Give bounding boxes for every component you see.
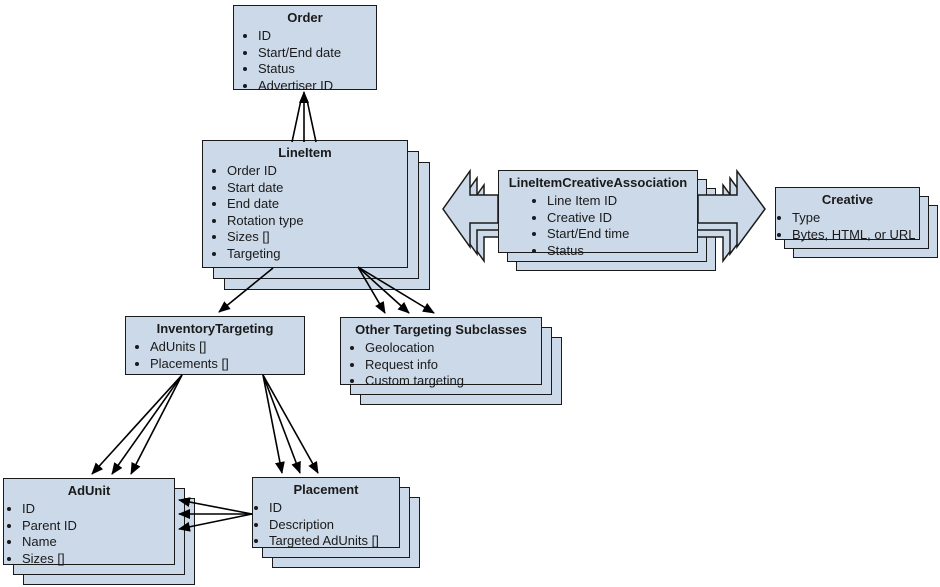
entity-box-inventorytargeting: InventoryTargeting AdUnits [] Placements…: [125, 316, 305, 375]
entity-title: Placement: [293, 482, 359, 497]
edge-lineitem-order: [306, 99, 317, 143]
entity-title: LineItem: [278, 145, 332, 160]
field-item: Geolocation: [365, 340, 541, 357]
edge-inventorytargeting-placement: [262, 374, 301, 474]
field-item: ID: [269, 500, 399, 517]
edge-lineitem-order: [291, 99, 302, 143]
field-item: Start/End date: [258, 45, 376, 62]
field-list: Order ID Start date End date Rotation ty…: [203, 163, 407, 262]
field-item: Sizes []: [227, 229, 407, 246]
edge-inventorytargeting-placement: [262, 374, 319, 474]
field-list: ID Description Targeted AdUnits []: [253, 500, 399, 550]
edge-inventorytargeting-adunit: [91, 374, 183, 475]
field-list: Geolocation Request info Custom targetin…: [341, 340, 541, 390]
field-item: Creative ID: [547, 210, 697, 227]
entity-title: AdUnit: [67, 483, 111, 498]
field-item: End date: [227, 196, 407, 213]
field-item: Type: [792, 210, 919, 227]
field-item: Sizes []: [22, 551, 174, 568]
entity-box-lineitem: LineItem Order ID Start date End date Ro…: [202, 140, 408, 268]
field-item: Parent ID: [22, 518, 174, 535]
entity-title: Creative: [821, 192, 874, 207]
edge-inventorytargeting-placement: [262, 374, 285, 474]
edge-inventorytargeting-adunit: [111, 374, 183, 475]
entity-title: Order: [287, 10, 323, 25]
field-item: Custom targeting: [365, 373, 541, 390]
field-item: Description: [269, 517, 399, 534]
field-item: Start date: [227, 180, 407, 197]
field-item: Status: [547, 243, 697, 260]
field-item: Rotation type: [227, 213, 407, 230]
field-item: AdUnits []: [150, 339, 304, 356]
field-item: Bytes, HTML, or URL: [792, 227, 919, 244]
field-list: ID Start/End date Status Advertiser ID: [234, 28, 376, 94]
field-list: ID Parent ID Name Sizes []: [4, 501, 174, 567]
entity-title: InventoryTargeting: [156, 321, 274, 336]
field-item: Order ID: [227, 163, 407, 180]
field-item: ID: [22, 501, 174, 518]
entity-box-order: Order ID Start/End date Status Advertise…: [233, 5, 377, 93]
field-item: Name: [22, 534, 174, 551]
field-list: Line Item ID Creative ID Start/End time …: [499, 193, 697, 259]
field-item: Status: [258, 61, 376, 78]
field-item: ID: [258, 28, 376, 45]
entity-box-lineitemcreativeassociation: LineItemCreativeAssociation Line Item ID…: [498, 170, 698, 258]
entity-box-placement: Placement ID Description Targeted AdUnit…: [252, 477, 400, 548]
field-list: AdUnits [] Placements []: [126, 339, 304, 372]
entity-box-adunit: AdUnit ID Parent ID Name Sizes []: [3, 478, 175, 567]
field-item: Placements []: [150, 356, 304, 373]
entity-title: Other Targeting Subclasses: [355, 322, 527, 337]
entity-title: LineItemCreativeAssociation: [508, 175, 688, 190]
edge-inventorytargeting-adunit: [130, 374, 183, 475]
field-list: Type Bytes, HTML, or URL: [776, 210, 919, 243]
field-item: Start/End time: [547, 226, 697, 243]
field-item: Line Item ID: [547, 193, 697, 210]
entity-box-creative: Creative Type Bytes, HTML, or URL: [775, 187, 920, 243]
field-item: Request info: [365, 357, 541, 374]
field-item: Targeted AdUnits []: [269, 533, 399, 550]
field-item: Targeting: [227, 246, 407, 263]
entity-box-other-targeting-subclasses: Other Targeting Subclasses Geolocation R…: [340, 317, 542, 388]
field-item: Advertiser ID: [258, 78, 376, 95]
